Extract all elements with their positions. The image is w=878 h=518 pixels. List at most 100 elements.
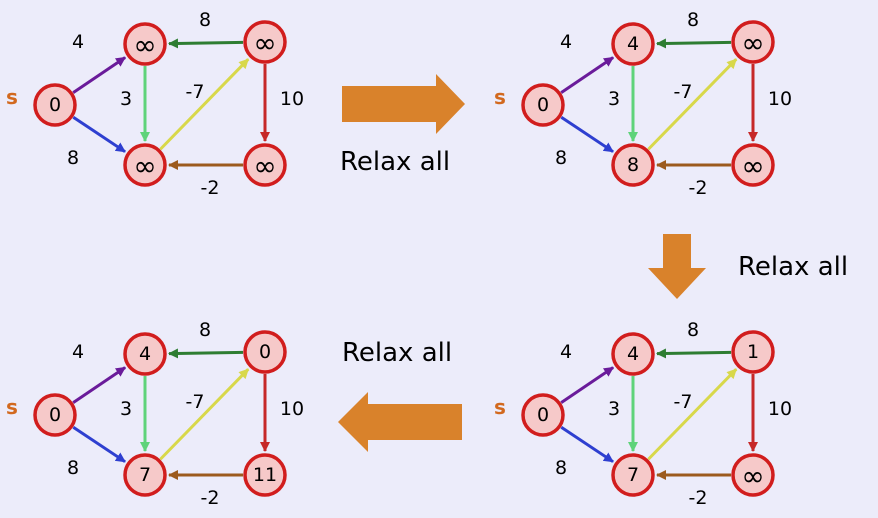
- edge-weight-label: 8: [555, 457, 567, 479]
- node-distance-label: ∞: [253, 27, 276, 60]
- edge-s-a: [560, 56, 614, 94]
- step-arrow-right-icon: [342, 74, 465, 134]
- node-distance-label: ∞: [133, 150, 156, 183]
- edge-weight-label: -2: [689, 177, 708, 199]
- edge-weight-label: 4: [72, 341, 84, 363]
- node-distance-label: ∞: [741, 150, 764, 183]
- edge-weight-label: 8: [687, 9, 699, 31]
- node-distance-label: 4: [627, 33, 639, 55]
- edge-weight-label: 8: [687, 319, 699, 341]
- node-distance-label: 4: [139, 343, 151, 365]
- node-distance-label: 7: [139, 464, 151, 486]
- edge-weight-label: 8: [199, 319, 211, 341]
- edge-s-b: [72, 425, 126, 463]
- node-distance-label: 7: [627, 464, 639, 486]
- edge-weight-label: -7: [186, 81, 205, 103]
- graph-panel: 4 8 3 -7 8 10 -2 0 ∞ ∞ ∞ ∞ s: [6, 9, 304, 199]
- edge-weight-label: -7: [186, 391, 205, 413]
- node-c: [731, 20, 775, 64]
- node-distance-label: 11: [253, 464, 277, 486]
- node-distance-label: 0: [49, 404, 61, 426]
- source-label: s: [494, 85, 506, 109]
- node-s: [33, 393, 77, 437]
- edge-s-b: [72, 115, 126, 153]
- node-c: [731, 330, 775, 374]
- node-distance-label: 4: [627, 343, 639, 365]
- node-distance-label: 0: [537, 94, 549, 116]
- edge-weight-label: 10: [280, 398, 304, 420]
- step-caption: Relax all: [738, 252, 848, 282]
- graph-panel: 4 8 3 -7 8 10 -2 0 4 7 0 11 s: [6, 319, 304, 509]
- node-a: [123, 22, 167, 66]
- edge-weight-label: 4: [72, 31, 84, 53]
- edge-weight-label: -2: [689, 487, 708, 509]
- step-caption: Relax all: [340, 147, 450, 177]
- node-s: [33, 83, 77, 127]
- source-label: s: [494, 395, 506, 419]
- edge-s-b: [560, 425, 614, 463]
- node-distance-label: ∞: [253, 150, 276, 183]
- edge-b-c: [159, 368, 250, 461]
- node-d: [731, 143, 775, 187]
- edge-s-a: [72, 366, 126, 404]
- edge-weight-label: 4: [560, 341, 572, 363]
- node-distance-label: 1: [747, 341, 759, 363]
- node-s: [521, 83, 565, 127]
- edge-weight-label: 8: [67, 457, 79, 479]
- edge-weight-label: 8: [67, 147, 79, 169]
- edge-s-a: [72, 56, 126, 94]
- node-distance-label: 0: [49, 94, 61, 116]
- edge-weight-label: 10: [768, 398, 792, 420]
- node-b: [611, 143, 655, 187]
- node-c: [243, 20, 287, 64]
- node-d: [731, 453, 775, 497]
- edge-b-c: [647, 58, 738, 151]
- node-d: [243, 453, 287, 497]
- edge-weight-label: 3: [120, 398, 132, 420]
- node-d: [243, 143, 287, 187]
- edge-c-a: [655, 348, 732, 359]
- graph-panel: 4 8 3 -7 8 10 -2 0 4 7 1 ∞ s: [494, 319, 792, 509]
- edge-weight-label: -2: [201, 177, 220, 199]
- node-distance-label: ∞: [741, 27, 764, 60]
- edge-weight-label: 10: [280, 88, 304, 110]
- edge-weight-label: 3: [608, 398, 620, 420]
- edge-weight-label: -7: [674, 391, 693, 413]
- step-arrow-left-icon: [338, 392, 462, 452]
- edge-b-c: [647, 368, 738, 461]
- edge-weight-label: 10: [768, 88, 792, 110]
- node-c: [243, 330, 287, 374]
- node-a: [611, 22, 655, 66]
- source-label: s: [6, 85, 18, 109]
- step-caption: Relax all: [342, 338, 452, 368]
- edge-weight-label: 4: [560, 31, 572, 53]
- edge-c-a: [167, 38, 244, 49]
- graph-panel: 4 8 3 -7 8 10 -2 0 4 8 ∞ ∞ s: [494, 9, 792, 199]
- node-a: [123, 332, 167, 376]
- node-s: [521, 393, 565, 437]
- node-distance-label: 0: [259, 341, 271, 363]
- edge-weight-label: 8: [199, 9, 211, 31]
- node-b: [123, 453, 167, 497]
- step-arrow-down-icon: [648, 234, 706, 299]
- edge-s-a: [560, 366, 614, 404]
- node-distance-label: 0: [537, 404, 549, 426]
- edge-weight-label: -2: [201, 487, 220, 509]
- edge-weight-label: 3: [608, 88, 620, 110]
- node-distance-label: 8: [627, 154, 639, 176]
- node-distance-label: ∞: [741, 460, 764, 493]
- edge-s-b: [560, 115, 614, 153]
- edge-c-a: [655, 38, 732, 49]
- node-a: [611, 332, 655, 376]
- node-b: [611, 453, 655, 497]
- edge-b-c: [159, 58, 250, 151]
- edge-c-a: [167, 348, 244, 359]
- node-distance-label: ∞: [133, 29, 156, 62]
- edge-weight-label: 3: [120, 88, 132, 110]
- source-label: s: [6, 395, 18, 419]
- node-b: [123, 143, 167, 187]
- edge-weight-label: -7: [674, 81, 693, 103]
- edge-weight-label: 8: [555, 147, 567, 169]
